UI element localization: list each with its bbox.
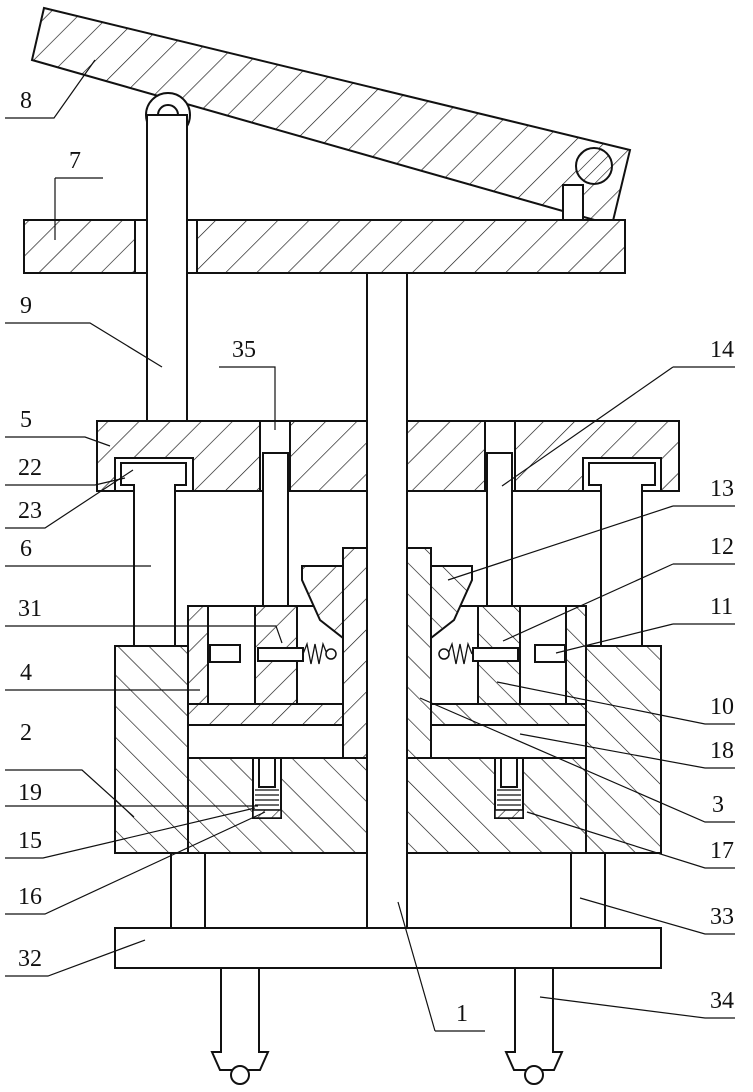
label-7: 7 [69,148,81,174]
central-post [367,273,407,928]
label-17: 17 [710,838,734,864]
label-5: 5 [20,407,32,433]
label-16: 16 [18,884,42,910]
label-1: 1 [456,1001,468,1027]
lever-rod [147,115,187,421]
clamp-housing-right [431,606,586,725]
support-left [171,853,205,928]
foot-left-wheel [231,1066,249,1084]
label-31: 31 [18,596,42,622]
foot-left [212,968,268,1070]
label-23: 23 [18,498,42,524]
label-15: 15 [18,828,42,854]
push-rod-left [263,453,288,608]
clamp-pin-right [473,648,518,661]
foot-right [506,968,562,1070]
label-12: 12 [710,534,734,560]
lever-support [563,185,583,220]
support-right [571,853,605,928]
slot-left [210,645,240,662]
carrier-left [188,725,343,758]
label-19: 19 [18,780,42,806]
lever-pin [576,148,612,184]
push-rod-right [487,453,512,608]
label-6: 6 [20,536,32,562]
label-10: 10 [710,694,734,720]
clamp-tip-right [439,649,449,659]
label-35: 35 [232,337,256,363]
label-18: 18 [710,738,734,764]
clamp-pin-left [258,648,303,661]
foot-right-wheel [525,1066,543,1084]
slot-right [535,645,565,662]
label-13: 13 [710,476,734,502]
jaw-left [343,548,367,758]
label-9: 9 [20,293,32,319]
label-8: 8 [20,88,32,114]
pocket-cap-right [495,810,523,818]
label-3: 3 [712,792,724,818]
label-33: 33 [710,904,734,930]
top-plate [24,220,625,273]
lever-plate [32,8,630,225]
pocket-cap-left [253,810,281,818]
label-4: 4 [20,660,32,686]
jaw-right [407,548,431,758]
label-14: 14 [710,337,734,363]
label-11: 11 [710,594,733,620]
clamp-housing-left [188,606,343,725]
base-plate [115,928,661,968]
clamp-tip-left [326,649,336,659]
label-22: 22 [18,455,42,481]
label-32: 32 [18,946,42,972]
label-34: 34 [710,988,734,1014]
label-2: 2 [20,720,32,746]
